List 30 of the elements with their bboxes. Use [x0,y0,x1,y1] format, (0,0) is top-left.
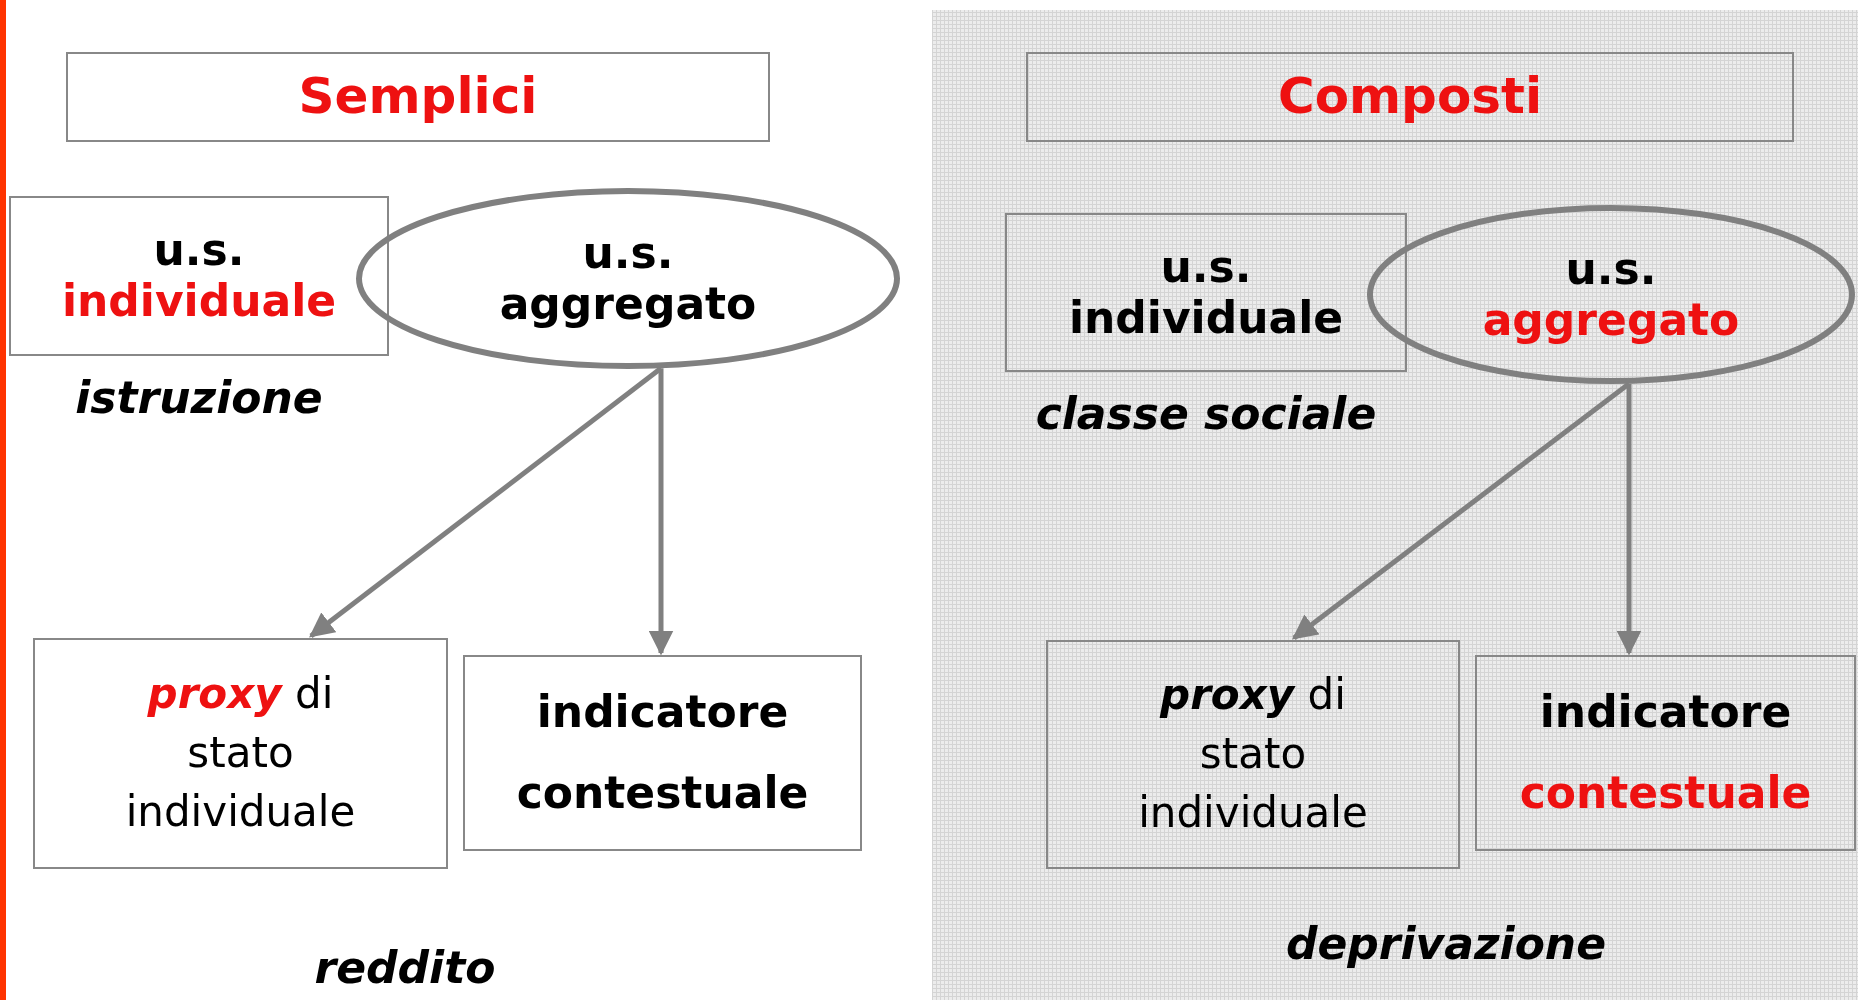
heading: Composti [1277,68,1543,126]
concept-box [1475,655,1856,851]
example-text: istruzione [75,372,323,423]
title-box [1026,52,1794,142]
example-text: classe sociale [1035,388,1377,439]
node-text: u.s. [1160,241,1252,293]
arrow [1616,383,1642,656]
node-text: indicatore [536,687,789,738]
node-text: individuale [61,276,337,327]
node-text: u.s. [582,227,674,279]
title-box [66,52,770,142]
example-text: reddito [314,942,496,993]
node-text: indicatore [1539,687,1792,738]
arrow [648,368,674,656]
node-text: proxy di stato individuale [124,668,357,838]
heading: Semplici [298,68,538,126]
concept-box [463,655,862,851]
example-text: deprivazione [1285,918,1607,969]
concept-box [33,638,448,869]
node-text: contestuale [516,768,809,819]
node-text: aggregato [499,278,757,330]
node-text: u.s. [1565,243,1657,295]
node-text: individuale [1068,292,1344,344]
node-text: aggregato [1482,294,1740,346]
concept-box [1046,640,1460,869]
node-text: u.s. [153,225,245,276]
node-text: contestuale [1519,768,1812,819]
ellipse-node [355,187,901,370]
ellipse-node [1366,204,1856,385]
node-text: proxy di stato individuale [1137,669,1369,839]
